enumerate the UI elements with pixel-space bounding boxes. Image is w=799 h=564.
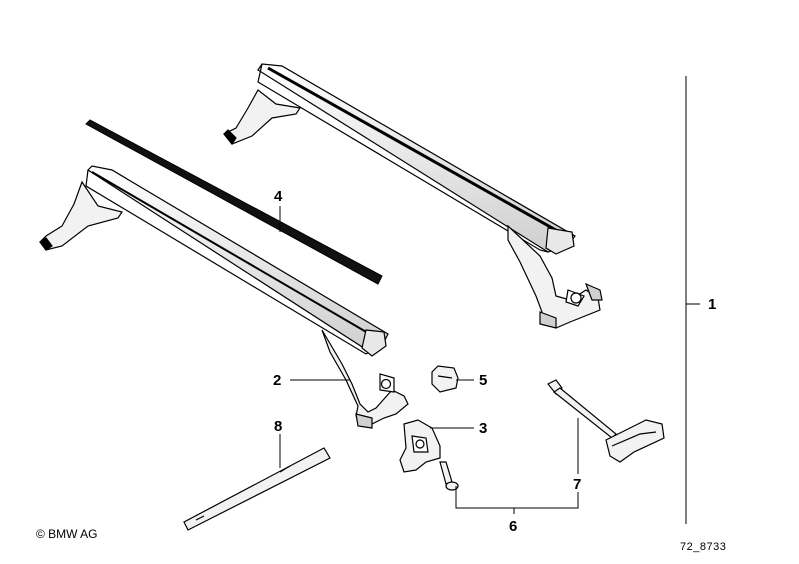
rear-roof-bar [223,63,603,329]
callout-4: 4 [274,188,283,205]
callout-8: 8 [274,418,283,435]
leader-line-1 [685,76,700,524]
leader-lines [279,76,700,524]
leader-line-6 [455,486,579,514]
clamp-holder-part [399,419,441,473]
copyright-notice: © BMW AG [36,527,98,541]
t-wrench-key [547,379,665,463]
callout-5: 5 [479,372,488,389]
callout-6: 6 [509,518,518,535]
callout-1: 1 [708,296,717,313]
callout-7: 7 [573,476,582,493]
diagram-id: 72_8733 [680,541,727,553]
bolt-part [439,461,459,491]
end-cap-part [431,365,459,393]
mounting-strap [183,447,331,531]
callout-2: 2 [273,372,282,389]
front-roof-bar [39,165,409,429]
callout-3: 3 [479,420,488,437]
rubber-strip [85,119,383,285]
